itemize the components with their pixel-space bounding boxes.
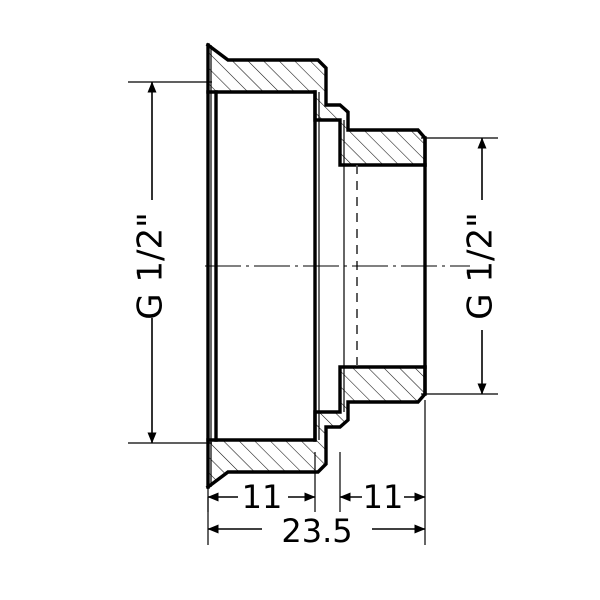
right-length-label: 11 (363, 478, 404, 516)
total-length-label: 23.5 (281, 512, 352, 550)
left-thread-label: G 1/2" (131, 212, 171, 320)
dimension-left-length: 11 (207, 452, 316, 516)
upper-bore-contour (206, 90, 427, 167)
left-length-label: 11 (242, 478, 283, 516)
dimension-left-thread: G 1/2" (128, 81, 212, 444)
lower-outer-contour (205, 365, 427, 490)
dimension-right-thread: G 1/2" (421, 137, 501, 395)
dimension-right-length: 11 (339, 400, 426, 545)
dimension-total-length: 23.5 (207, 497, 426, 550)
right-thread-label: G 1/2" (461, 212, 501, 320)
lower-bore-contour (206, 365, 427, 442)
upper-outer-contour (205, 42, 427, 167)
